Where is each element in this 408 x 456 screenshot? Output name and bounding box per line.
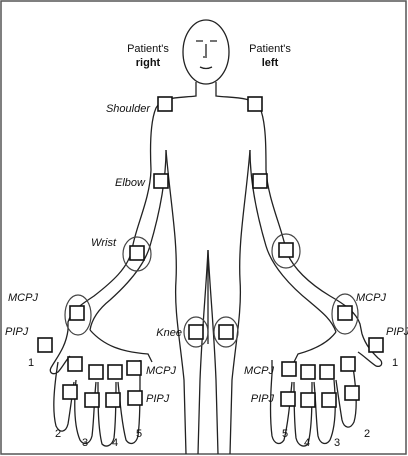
label-pipj-right-hand: PIPJ	[5, 326, 29, 338]
joint-mcpj-left-thumb[interactable]	[338, 306, 352, 320]
torso-left-contour	[68, 82, 196, 330]
joint-mcpj-left-3[interactable]	[320, 365, 334, 379]
label-mcpj-right-hand: MCPJ	[8, 292, 38, 304]
finger-number-right-4: 4	[112, 437, 118, 449]
joint-pipj-right-2[interactable]	[63, 385, 77, 399]
joint-wrist-left[interactable]	[279, 243, 293, 257]
torso-left-side	[230, 150, 250, 454]
joint-mcpj-right-4[interactable]	[108, 365, 122, 379]
joint-pipj-left-thumb[interactable]	[369, 338, 383, 352]
finger-number-right-5: 5	[136, 428, 142, 440]
label-pipj-left-hand: PIPJ	[386, 326, 408, 338]
label-mcpj-left-hand: MCPJ	[356, 292, 386, 304]
header-right-line1: Patient's	[127, 43, 169, 55]
label-pipj-left-fingers: PIPJ	[251, 393, 275, 405]
joint-pipj-left-5[interactable]	[281, 392, 295, 406]
finger-number-left-5: 5	[282, 428, 288, 440]
header-left-line2: left	[262, 57, 279, 69]
finger-number-left-4: 4	[304, 437, 310, 449]
joint-mcpj-right-3[interactable]	[89, 365, 103, 379]
finger-number-right-3: 3	[82, 437, 88, 449]
torso-right-side	[166, 150, 186, 454]
joint-mcpj-right-thumb[interactable]	[70, 306, 84, 320]
joint-pipj-left-4[interactable]	[301, 393, 315, 407]
label-mcpj-right-fingers: MCPJ	[146, 365, 176, 377]
joint-pipj-right-4[interactable]	[106, 393, 120, 407]
joint-knee-right[interactable]	[189, 325, 203, 339]
joint-pipj-right-3[interactable]	[85, 393, 99, 407]
joint-pipj-right-thumb[interactable]	[38, 338, 52, 352]
label-pipj-right-fingers: PIPJ	[146, 393, 170, 405]
joint-elbow-left[interactable]	[253, 174, 267, 188]
joint-boxes	[38, 97, 383, 407]
label-knee: Knee	[156, 327, 182, 339]
label-wrist: Wrist	[91, 237, 117, 249]
joint-elbow-right[interactable]	[154, 174, 168, 188]
joint-pipj-right-5[interactable]	[128, 391, 142, 405]
joint-wrist-right[interactable]	[130, 246, 144, 260]
joint-shoulder-right[interactable]	[158, 97, 172, 111]
torso-right-contour	[216, 82, 362, 334]
joint-mcpj-left-5[interactable]	[282, 362, 296, 376]
header-right-line2: right	[136, 57, 161, 69]
finger-number-right-thumb: 1	[28, 357, 34, 369]
joint-shoulder-left[interactable]	[248, 97, 262, 111]
label-shoulder: Shoulder	[106, 103, 151, 115]
joint-mcpj-left-2[interactable]	[341, 357, 355, 371]
joint-pipj-left-3[interactable]	[322, 393, 336, 407]
label-mcpj-left-fingers: MCPJ	[244, 365, 274, 377]
joint-pipj-left-2[interactable]	[345, 386, 359, 400]
joint-knee-left[interactable]	[219, 325, 233, 339]
finger-number-right-2: 2	[55, 428, 61, 440]
finger-number-left-2: 2	[364, 428, 370, 440]
label-elbow: Elbow	[115, 177, 146, 189]
joint-mcpj-right-2[interactable]	[68, 357, 82, 371]
joint-mcpj-left-4[interactable]	[301, 365, 315, 379]
finger-number-left-thumb: 1	[392, 357, 398, 369]
header-left-line1: Patient's	[249, 43, 291, 55]
finger-number-left-3: 3	[334, 437, 340, 449]
joint-mcpj-right-5[interactable]	[127, 361, 141, 375]
